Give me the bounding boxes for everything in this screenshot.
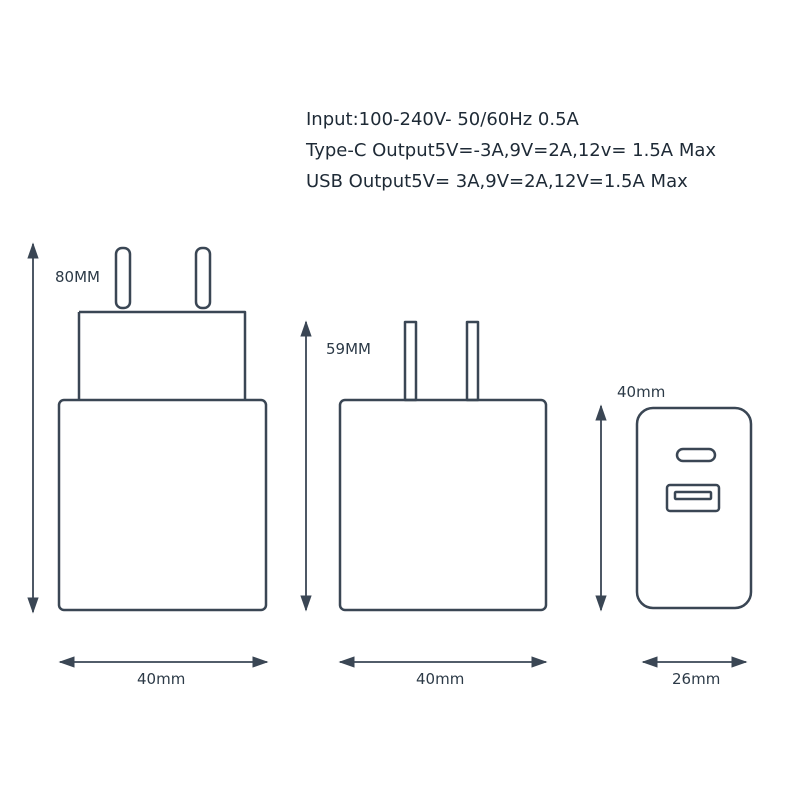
eu-plug-base [77, 310, 247, 400]
us-charger-body [338, 398, 548, 612]
eu-charger-outline [57, 246, 268, 612]
eu-charger-body [57, 398, 268, 612]
port-side-outline [635, 406, 753, 610]
usb-output-spec: USB Output5V= 3A,9V=2A,12V=1.5A Max [306, 171, 688, 192]
eu-prong-right [194, 246, 212, 310]
eu-width-label: 40mm [137, 670, 186, 688]
us-height-label: 59MM [326, 340, 371, 358]
spec-text-block: Input:100-240V- 50/60Hz 0.5A Type-C Outp… [306, 104, 786, 197]
typec-output-spec: Type-C Output5V=-3A,9V=2A,12v= 1.5A Max [306, 140, 717, 161]
side-height-label: 40mm [617, 383, 666, 401]
input-spec: Input:100-240V- 50/60Hz 0.5A [306, 109, 579, 130]
usb-a-port-icon [665, 483, 721, 513]
eu-height-label: 80MM [55, 268, 100, 286]
side-width-label: 26mm [672, 670, 721, 688]
usb-c-port-icon [675, 447, 717, 463]
us-charger-outline [338, 320, 548, 612]
usb-a-port-tongue [673, 490, 713, 501]
us-prong-right [465, 320, 480, 402]
us-width-label: 40mm [416, 670, 465, 688]
eu-prong-left [114, 246, 132, 310]
us-prong-left [403, 320, 418, 402]
side-body [635, 406, 753, 610]
